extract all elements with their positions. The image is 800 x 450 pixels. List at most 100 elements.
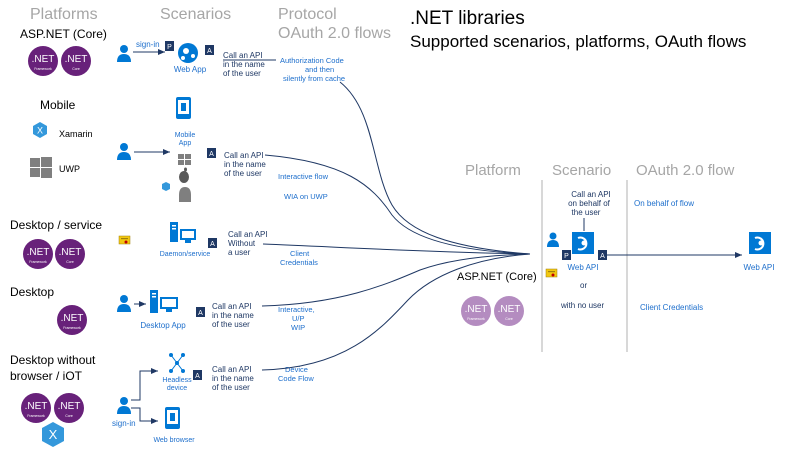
headless-device-label-line1: Headless	[162, 377, 192, 384]
platforms-header: Platforms	[30, 6, 98, 23]
platform-uwp: UWP	[59, 164, 80, 174]
daemon-scenario-line2: Without	[228, 239, 256, 248]
svg-text:X: X	[49, 427, 58, 442]
user-icon	[117, 45, 131, 62]
webapp-scenario-line2: in the name	[223, 60, 265, 69]
apple-icon	[179, 167, 189, 183]
auth-code-flow-line1: Authorization Code	[280, 56, 344, 65]
net-framework-badge: .NET Framework	[461, 296, 491, 326]
core-badge-label: Core	[72, 67, 80, 71]
mobile-scenario-line2: in the name	[224, 160, 266, 169]
a-badge-label: A	[195, 373, 200, 380]
mobile-app-label-line2: App	[179, 140, 192, 147]
user-icon	[117, 397, 131, 414]
mobile-app-label-line1: Mobile	[175, 132, 196, 139]
windows-icon	[30, 157, 52, 178]
user-icon	[117, 143, 131, 160]
net-framework-badge: .NET Framework	[57, 305, 87, 335]
downstream-web-api-icon	[749, 232, 771, 254]
sign-in-label: sign-in	[136, 40, 160, 49]
client-credentials-line2: Credentials	[280, 258, 318, 267]
diagram-subtitle: Supported scenarios, platforms, OAuth fl…	[410, 32, 746, 51]
right-oauth-flow-header: OAuth 2.0 flow	[636, 162, 735, 179]
iot-user-to-device-arrow	[131, 368, 158, 401]
device-code-line1: Device	[285, 365, 308, 374]
a-badge-label: A	[600, 253, 605, 260]
flow-connectors	[261, 81, 531, 371]
net-core-badge: .NET Core	[55, 239, 85, 269]
platform-desktop: Desktop	[10, 285, 54, 299]
framework-badge-label: Framework	[467, 317, 485, 321]
device-code-flow-curve	[261, 253, 531, 371]
auth-code-flow-curve	[339, 81, 531, 255]
svg-text:X: X	[37, 126, 43, 136]
interactive-flow-label: Interactive flow	[278, 172, 329, 181]
net-core-badge: .NET Core	[61, 46, 91, 76]
net-badge-label: .NET	[61, 313, 84, 324]
xamarin-icon: X	[33, 122, 47, 138]
mobile-scenario-line1: Call an API	[224, 151, 264, 160]
framework-badge-label: Framework	[63, 326, 81, 330]
core-badge-label: Core	[505, 317, 513, 321]
framework-badge-label: Framework	[29, 260, 47, 264]
desktop-flow-curve	[261, 253, 531, 307]
daemon-scenario-line1: Call an API	[228, 230, 268, 239]
webapp-scenario-line1: Call an API	[223, 51, 263, 60]
net-badge-label: .NET	[65, 54, 88, 65]
daemon-service-label: Daemon/service	[160, 251, 211, 258]
daemon-scenario-line3: a user	[228, 248, 251, 257]
desktop-scenario-line3: of the user	[212, 320, 250, 329]
windows-icon	[178, 154, 191, 165]
mobile-app-icon	[176, 97, 191, 119]
framework-badge-label: Framework	[34, 67, 52, 71]
client-credentials-line1: Client	[290, 249, 310, 258]
wia-uwp-label: WIA on UWP	[284, 192, 328, 201]
a-badge: A	[598, 250, 607, 260]
right-client-credentials: Client Credentials	[640, 303, 703, 312]
daemon-service-icon	[170, 222, 196, 243]
certificate-icon	[545, 268, 558, 278]
desktop-flow-line3: WIP	[291, 323, 305, 332]
a-badge-label: A	[209, 151, 214, 158]
downstream-web-api-label: Web API	[744, 263, 775, 272]
auth-code-flow-line2: and then	[305, 65, 334, 74]
xamarin-icon	[162, 182, 170, 191]
net-badge-label: .NET	[58, 401, 81, 412]
net-framework-badge: .NET Framework	[21, 393, 51, 423]
right-or-label: or	[580, 281, 587, 290]
right-scenario-line2: on behalf of	[568, 199, 611, 208]
net-badge-label: .NET	[465, 304, 488, 315]
right-scenario-header: Scenario	[552, 162, 611, 179]
net-framework-badge: .NET Framework	[23, 239, 53, 269]
right-no-user-label: with no user	[560, 301, 604, 310]
net-core-badge: .NET Core	[494, 296, 524, 326]
right-platform-header: Platform	[465, 162, 521, 179]
net-badge-label: .NET	[498, 304, 521, 315]
web-app-icon	[178, 43, 198, 63]
a-badge: A	[208, 238, 217, 248]
headless-device-icon	[169, 353, 185, 373]
desktop-flow-line1: Interactive,	[278, 305, 315, 314]
right-scenario-line1: Call an API	[571, 190, 611, 199]
p-badge: P	[562, 250, 571, 260]
auth-code-flow-line3: silently from cache	[283, 74, 345, 83]
device-code-line2: Code Flow	[278, 374, 314, 383]
a-badge: A	[196, 307, 205, 317]
iot-scenario-line3: of the user	[212, 383, 250, 392]
user-icon	[547, 232, 559, 247]
p-badge-label: P	[167, 44, 172, 51]
platform-xamarin: Xamarin	[59, 129, 93, 139]
p-badge-label: P	[564, 253, 569, 260]
web-api-icon	[572, 232, 594, 254]
client-credentials-curve	[262, 243, 531, 255]
desktop-app-icon	[150, 290, 178, 313]
android-icon	[179, 187, 191, 202]
mobile-scenario-line3: of the user	[224, 169, 262, 178]
a-badge-label: A	[210, 241, 215, 248]
desktop-scenario-line1: Call an API	[212, 302, 252, 311]
diagram-title: .NET libraries	[410, 8, 525, 29]
a-badge: A	[207, 148, 216, 158]
platform-desktop-service: Desktop / service	[10, 218, 102, 232]
platform-aspnet-core: ASP.NET (Core)	[20, 27, 107, 41]
net-core-badge: .NET Core	[54, 393, 84, 423]
